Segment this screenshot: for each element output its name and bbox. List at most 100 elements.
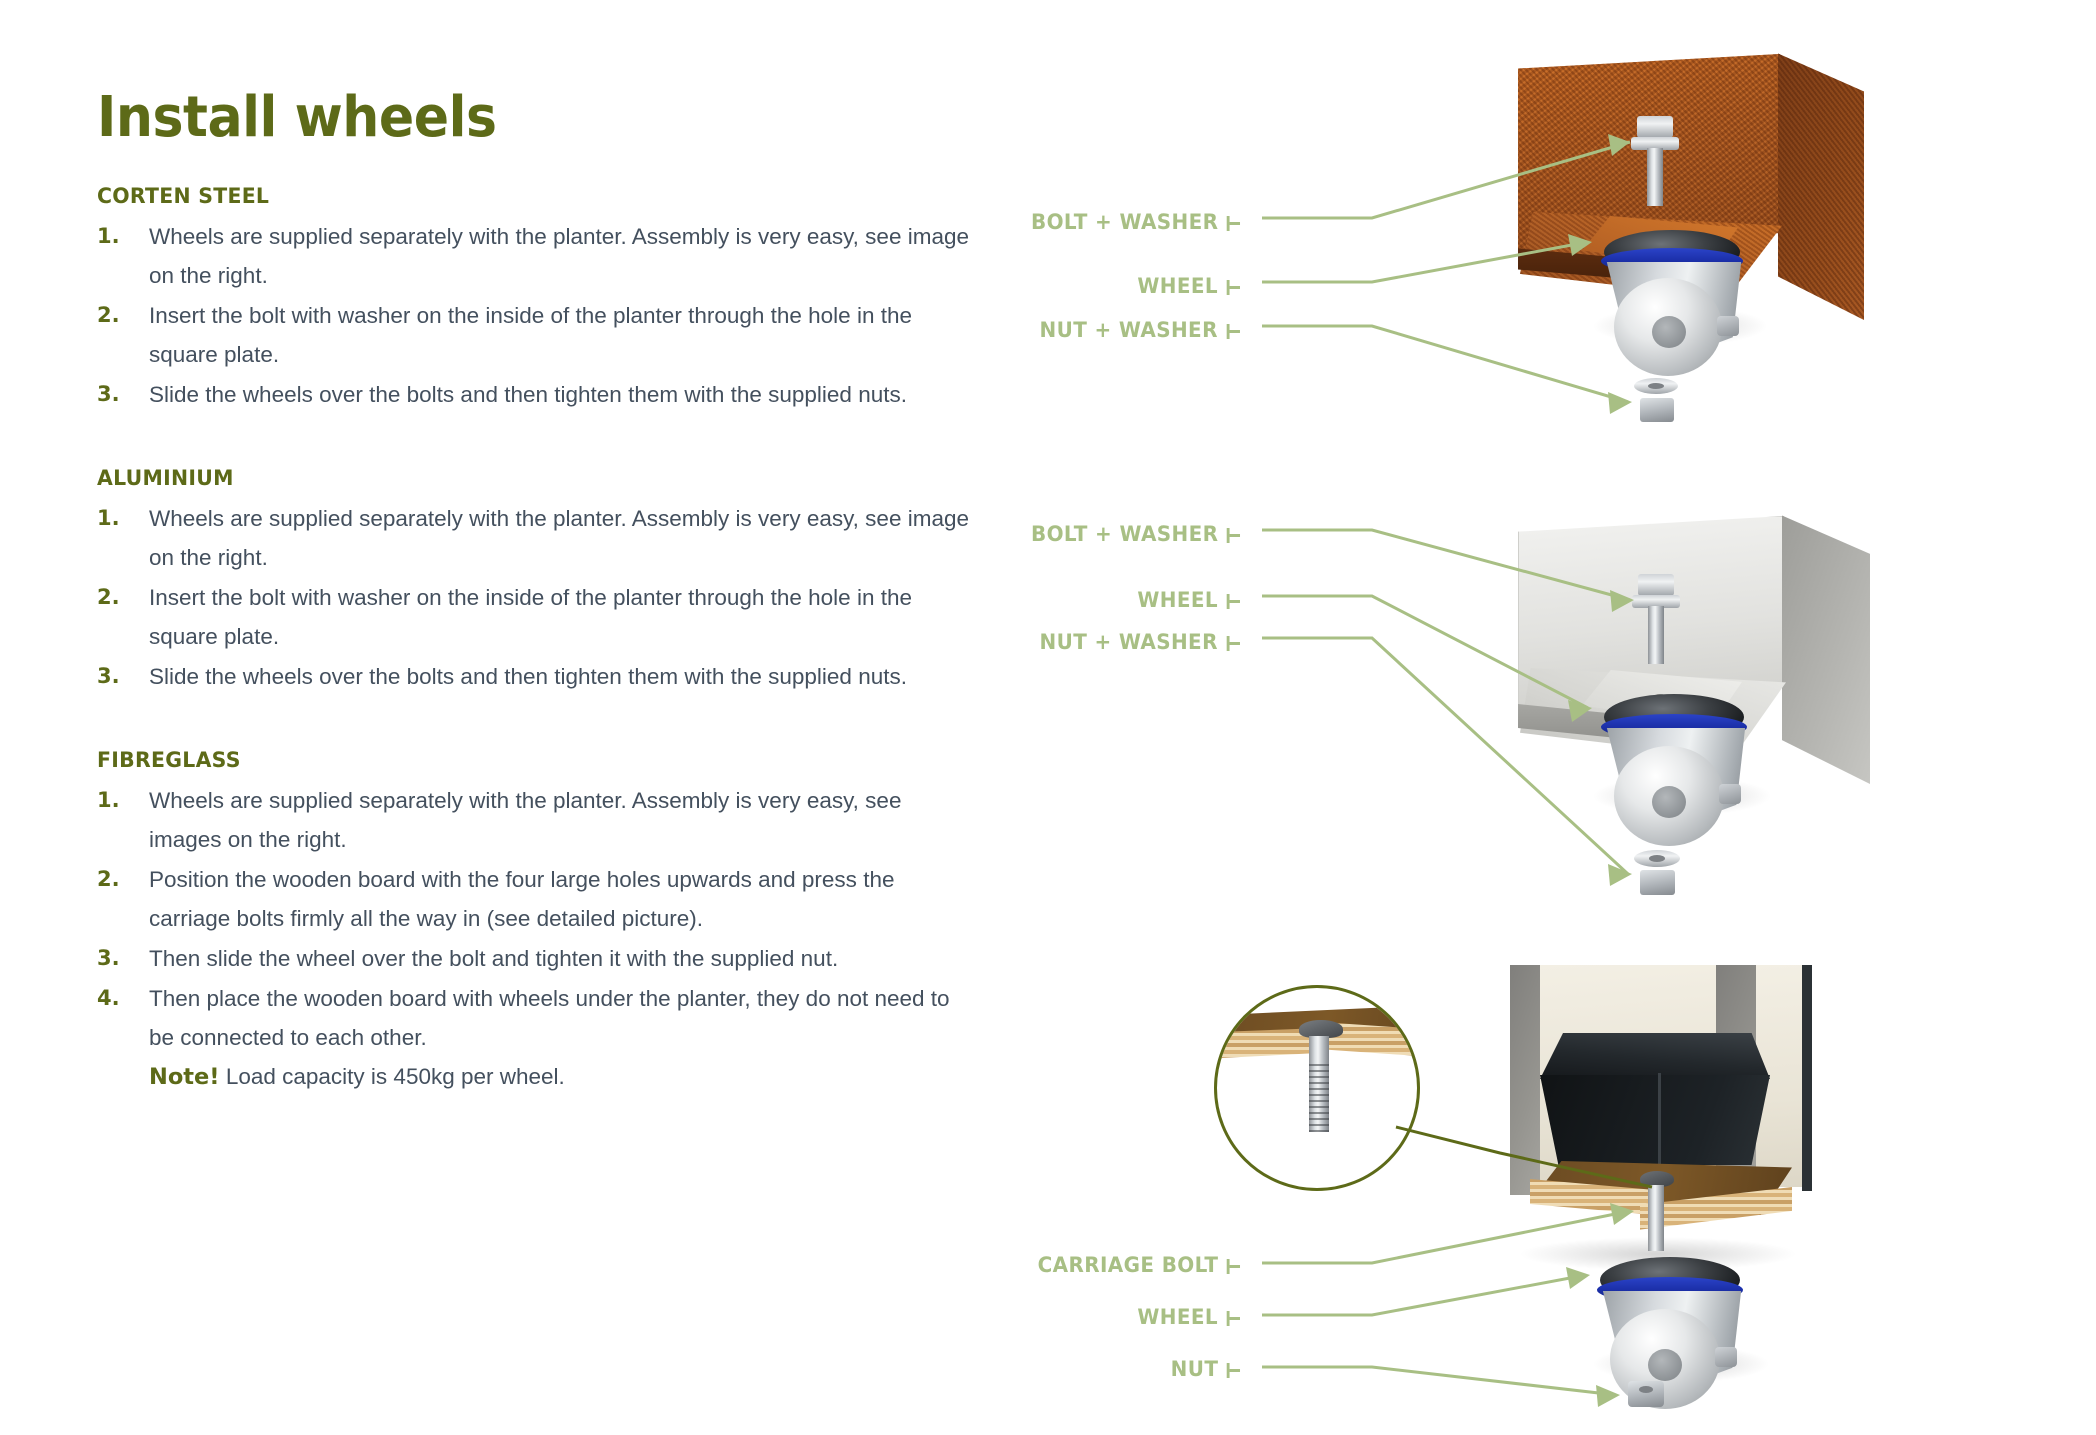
caster-axle-bolt [1719, 784, 1741, 804]
step-text: Insert the bolt with washer on the insid… [149, 303, 912, 367]
section-heading-aluminium: ALUMINIUM [97, 466, 234, 491]
wheel-nut [1640, 398, 1674, 422]
caster-axle-bolt [1715, 1347, 1737, 1367]
callout-carriage-bolt: CARRIAGE BOLT [1037, 1253, 1240, 1277]
step-number: 2. [97, 867, 120, 891]
step-text: Then place the wooden board with wheels … [149, 986, 950, 1050]
step-number: 1. [97, 506, 120, 530]
caster-hub [1652, 786, 1686, 818]
callout-tick-icon [1226, 1259, 1240, 1274]
note-label: Note! [149, 1064, 220, 1090]
list-item: 2. Insert the bolt with washer on the in… [97, 578, 977, 656]
step-text: Wheels are supplied separately with the … [149, 224, 969, 288]
callout-wheel: WHEEL [1138, 1305, 1240, 1329]
page-title: Install wheels [97, 85, 497, 150]
corten-right-panel [1778, 53, 1864, 320]
step-text: Position the wooden board with the four … [149, 867, 895, 931]
steps-list-aluminium: 1. Wheels are supplied separately with t… [97, 499, 977, 696]
list-item: 3. Slide the wheels over the bolts and t… [97, 657, 977, 696]
list-item: 2. Insert the bolt with washer on the in… [97, 296, 977, 374]
callout-tick-icon [1226, 216, 1240, 231]
figure-fibreglass: CARRIAGE BOLT WHEEL NUT [1037, 965, 2080, 1415]
carriage-bolt-shaft [1648, 1185, 1664, 1251]
bolt-head [1638, 574, 1674, 596]
leader-lines-fibreglass [1262, 1125, 1653, 1407]
note-line: Note! Load capacity is 450kg per wheel. [149, 1057, 977, 1097]
step-number: 2. [97, 303, 120, 327]
section-corten-steel: CORTEN STEEL 1. Wheels are supplied sepa… [97, 184, 977, 414]
section-aluminium: ALUMINIUM 1. Wheels are supplied separat… [97, 466, 977, 696]
callout-tick-icon [1226, 324, 1240, 339]
step-text: Slide the wheels over the bolts and then… [149, 664, 907, 689]
callout-tick-icon [1226, 1311, 1240, 1326]
step-number: 1. [97, 788, 120, 812]
leader-lines-aluminium [1262, 528, 1634, 886]
bolt-shaft [1648, 606, 1664, 664]
wheel-washer-hole [1649, 855, 1665, 862]
callout-bolt-washer: BOLT + WASHER [1031, 210, 1240, 234]
bolt-shaft [1647, 148, 1663, 206]
step-text: Wheels are supplied separately with the … [149, 506, 969, 570]
detail-bolt-threads [1309, 1060, 1329, 1132]
callout-nut: NUT [1171, 1357, 1240, 1381]
callout-label: NUT + WASHER [1039, 318, 1219, 342]
caster-axle-bolt [1717, 316, 1739, 336]
step-number: 3. [97, 382, 120, 406]
callout-wheel: WHEEL [1138, 588, 1240, 612]
step-text: Slide the wheels over the bolts and then… [149, 382, 907, 407]
fg-inner-base-top [1540, 1033, 1770, 1079]
leader-lines-corten [1262, 134, 1632, 414]
caster-hub [1652, 316, 1686, 348]
section-fibreglass: FIBREGLASS 1. Wheels are supplied separa… [97, 748, 977, 1097]
wheel-nut [1640, 870, 1675, 895]
callout-tick-icon [1226, 1363, 1240, 1378]
fg-inner-base-front [1540, 1075, 1770, 1165]
step-text: Wheels are supplied separately with the … [149, 788, 902, 852]
callout-label: NUT [1170, 1357, 1219, 1381]
bolt-head [1637, 116, 1673, 138]
callout-nut-washer: NUT + WASHER [1040, 318, 1240, 342]
step-text: Then slide the wheel over the bolt and t… [149, 946, 839, 971]
callout-nut-washer: NUT + WASHER [1040, 630, 1240, 654]
list-item: 4. Then place the wooden board with whee… [97, 979, 977, 1097]
fg-inner-base-seam [1658, 1073, 1661, 1165]
callout-bolt-washer: BOLT + WASHER [1031, 522, 1240, 546]
callout-tick-icon [1226, 594, 1240, 609]
list-item: 1. Wheels are supplied separately with t… [97, 217, 977, 295]
alu-right-panel [1782, 515, 1870, 784]
callout-label: WHEEL [1137, 588, 1219, 612]
step-text: Insert the bolt with washer on the insid… [149, 585, 912, 649]
callout-label: BOLT + WASHER [1030, 210, 1219, 234]
figure-aluminium: BOLT + WASHER WHEEL NUT + WASHER [1031, 500, 2080, 920]
callout-label: BOLT + WASHER [1030, 522, 1219, 546]
list-item: 3. Then slide the wheel over the bolt an… [97, 939, 977, 978]
steps-list-fibreglass: 1. Wheels are supplied separately with t… [97, 781, 977, 1097]
callout-label: NUT + WASHER [1039, 630, 1219, 654]
section-heading-fibreglass: FIBREGLASS [97, 748, 241, 773]
list-item: 3. Slide the wheels over the bolts and t… [97, 375, 977, 414]
fg-outer-edge [1802, 965, 1812, 1191]
carriage-bolt-head [1640, 1171, 1674, 1187]
step-number: 2. [97, 585, 120, 609]
bolt-washer [1631, 137, 1679, 150]
figure-corten-steel: BOLT + WASHER WHEEL NUT + WASHER [1031, 30, 2080, 430]
list-item: 1. Wheels are supplied separately with t… [97, 499, 977, 577]
wheel-nut-hole [1639, 1386, 1653, 1393]
detail-zoom-circle [1214, 985, 1420, 1191]
bolt-washer [1632, 595, 1680, 608]
step-number: 3. [97, 664, 120, 688]
list-item: 1. Wheels are supplied separately with t… [97, 781, 977, 859]
step-number: 1. [97, 224, 120, 248]
list-item: 2. Position the wooden board with the fo… [97, 860, 977, 938]
callout-label: WHEEL [1137, 1305, 1219, 1329]
steps-list-corten-steel: 1. Wheels are supplied separately with t… [97, 217, 977, 414]
callout-tick-icon [1226, 528, 1240, 543]
caster-hub [1648, 1349, 1682, 1381]
callout-tick-icon [1226, 280, 1240, 295]
callout-label: CARRIAGE BOLT [1037, 1253, 1219, 1277]
callout-label: WHEEL [1137, 274, 1219, 298]
detail-carriage-bolt-head [1299, 1020, 1343, 1038]
wheel-washer-hole [1648, 383, 1664, 389]
instructions-column: Install wheels CORTEN STEEL 1. Wheels ar… [97, 90, 977, 1098]
